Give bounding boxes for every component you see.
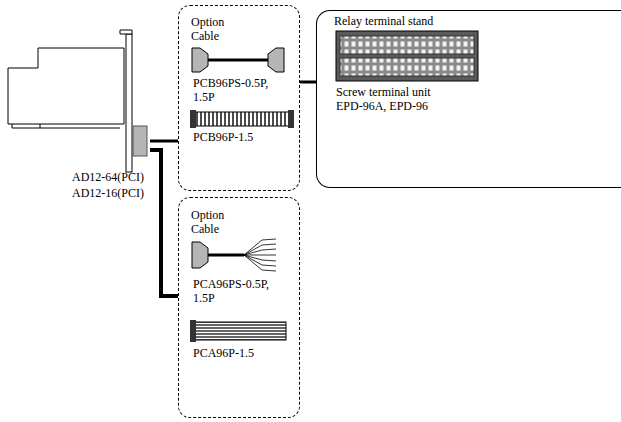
cable-line: [300, 81, 316, 84]
box-label: PCA96P-1.5: [193, 346, 254, 360]
box-heading: Option Cable: [191, 15, 241, 43]
pci-board: [8, 30, 147, 172]
box-heading: Option Cable: [191, 208, 241, 236]
flat-cable: [190, 110, 294, 128]
box-label: PCB96P-1.5: [193, 130, 253, 144]
box-label: Screw terminal unit EPD-96A, EPD-96: [336, 85, 448, 113]
terminal-box: Relay terminal standScrew terminal unit …: [316, 10, 621, 188]
flat-cable-loose: [190, 320, 286, 342]
box-heading: AD12-64(PCI): [72, 170, 144, 184]
box-label: AD12-16(PCI): [72, 186, 144, 200]
pci-board-node: AD12-64(PCI) AD12-16(PCI): [0, 30, 150, 210]
cable-line: [150, 140, 178, 143]
box-label: PCA96PS-0.5P, 1.5P: [193, 277, 280, 305]
shielded-cable: [192, 48, 284, 72]
loose-end-cable: [192, 239, 276, 271]
box-heading: Relay terminal stand: [334, 14, 433, 28]
screw-terminal-unit: [336, 31, 478, 81]
cable-group: Option CablePCB96PS-0.5P, 1.5P PCB96P-1.5: [178, 5, 300, 191]
cable-group: Option CablePCA96PS-0.5P, 1.5P PCA96P-1.5: [178, 197, 300, 418]
cable-line: [150, 150, 178, 296]
box-label: PCB96PS-0.5P, 1.5P: [193, 76, 280, 104]
